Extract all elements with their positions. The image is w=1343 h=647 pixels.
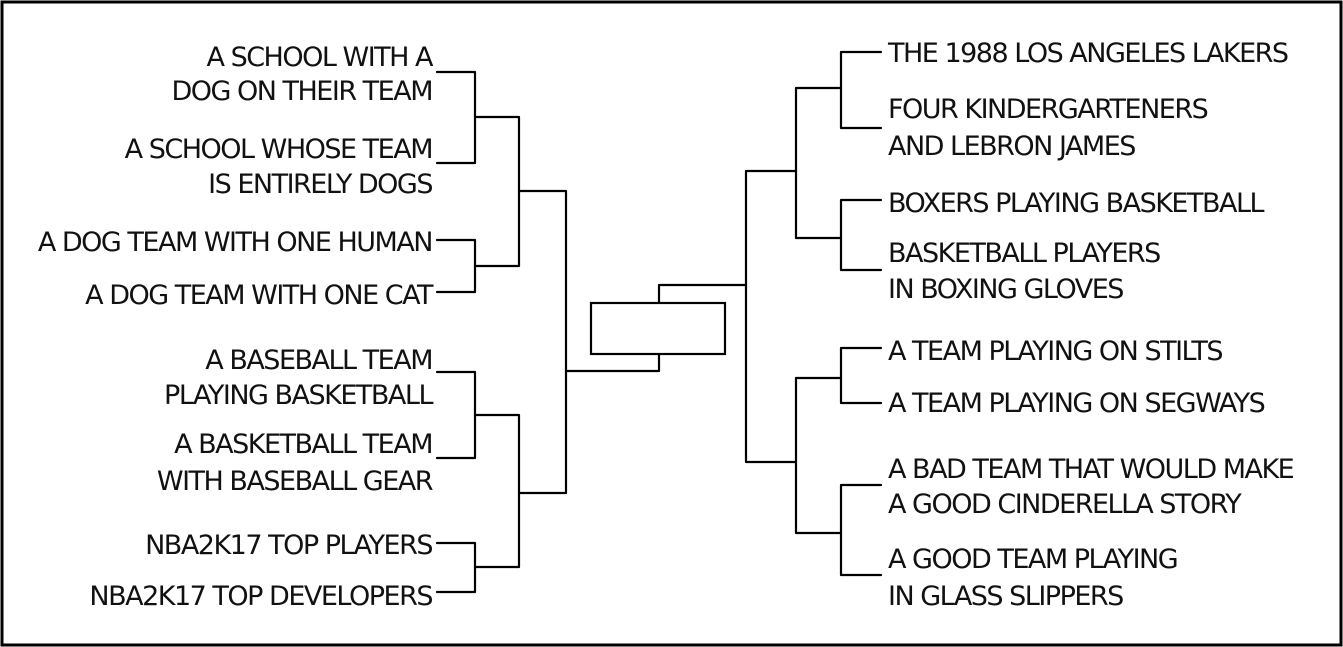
right-entry: BOXERS PLAYING BASKETBALL (888, 188, 1266, 219)
left-entry: A SCHOOL WHOSE TEAM IS ENTIRELY DOGS (125, 134, 434, 200)
left-entry-line: A DOG TEAM WITH ONE HUMAN (38, 227, 432, 258)
left-entry-line: WITH BASEBALL GEAR (157, 466, 433, 497)
right-entry-line: A GOOD CINDERELLA STORY (888, 489, 1242, 520)
right-entry-line: A BAD TEAM THAT WOULD MAKE (888, 454, 1294, 485)
right-entry-line: IN BOXING GLOVES (888, 274, 1123, 305)
left-entry: A BASEBALL TEAM PLAYING BASKETBALL (164, 345, 435, 411)
bracket-line (839, 50, 883, 130)
right-entry-line: AND LEBRON JAMES (888, 131, 1135, 162)
bracket-line (517, 189, 568, 495)
bracket-line (564, 352, 661, 373)
right-entry-line: FOUR KINDERGARTENERS (888, 94, 1208, 125)
right-entry-line: BOXERS PLAYING BASKETBALL (888, 188, 1265, 219)
bracket-line (794, 376, 843, 535)
right-entry-line: A TEAM PLAYING ON SEGWAYS (888, 388, 1265, 419)
bracket-lines (435, 50, 883, 594)
left-entry: A BASKETBALL TEAM WITH BASEBALL GEAR (157, 429, 434, 497)
right-entry: A GOOD TEAM PLAYING IN GLASS SLIPPERS (888, 544, 1179, 612)
right-bracket-entries: THE 1988 LOS ANGELES LAKERS FOUR KINDERGA… (887, 38, 1295, 612)
left-entry-line: A SCHOOL WITH A (207, 42, 435, 73)
right-entry-line: A GOOD TEAM PLAYING (888, 544, 1177, 575)
left-entry: A DOG TEAM WITH ONE CAT (85, 280, 435, 311)
champion-box (589, 301, 727, 356)
bracket-line (839, 483, 883, 577)
left-entry-line: A BASEBALL TEAM (205, 345, 432, 376)
right-entry-line: BASKETBALL PLAYERS (888, 238, 1160, 269)
bracket-line (473, 413, 521, 569)
right-entry: BASKETBALL PLAYERS IN BOXING GLOVES (888, 238, 1162, 305)
bracket-line (839, 198, 883, 272)
right-entry: THE 1988 LOS ANGELES LAKERS (887, 38, 1289, 69)
bracket-line (839, 346, 883, 405)
left-entry-line: A SCHOOL WHOSE TEAM (125, 134, 432, 165)
bracket-line (744, 169, 798, 464)
left-entry-line: A BASKETBALL TEAM (174, 429, 432, 460)
left-entry-line: NBA2K17 TOP PLAYERS (145, 530, 432, 561)
left-entry-line: DOG ON THEIR TEAM (171, 76, 432, 107)
bracket-line (657, 283, 748, 305)
right-entry-line: IN GLASS SLIPPERS (888, 581, 1123, 612)
right-entry: A BAD TEAM THAT WOULD MAKE A GOOD CINDERE… (888, 454, 1295, 520)
left-entry-line: PLAYING BASKETBALL (164, 380, 433, 411)
bracket-line (794, 86, 843, 240)
left-entry-line: IS ENTIRELY DOGS (208, 169, 432, 200)
right-entry: FOUR KINDERGARTENERS AND LEBRON JAMES (888, 94, 1209, 162)
right-entry-line: A TEAM PLAYING ON STILTS (888, 336, 1222, 367)
left-entry: NBA2K17 TOP DEVELOPERS (89, 581, 433, 612)
left-entry: NBA2K17 TOP PLAYERS (145, 530, 434, 561)
left-entry: A DOG TEAM WITH ONE HUMAN (38, 227, 434, 258)
left-entry-line: NBA2K17 TOP DEVELOPERS (89, 581, 432, 612)
right-entry: A TEAM PLAYING ON SEGWAYS (888, 388, 1266, 419)
left-entry-line: A DOG TEAM WITH ONE CAT (85, 280, 434, 311)
right-entry: A TEAM PLAYING ON STILTS (888, 336, 1224, 367)
right-entry-line: THE 1988 LOS ANGELES LAKERS (887, 38, 1288, 69)
